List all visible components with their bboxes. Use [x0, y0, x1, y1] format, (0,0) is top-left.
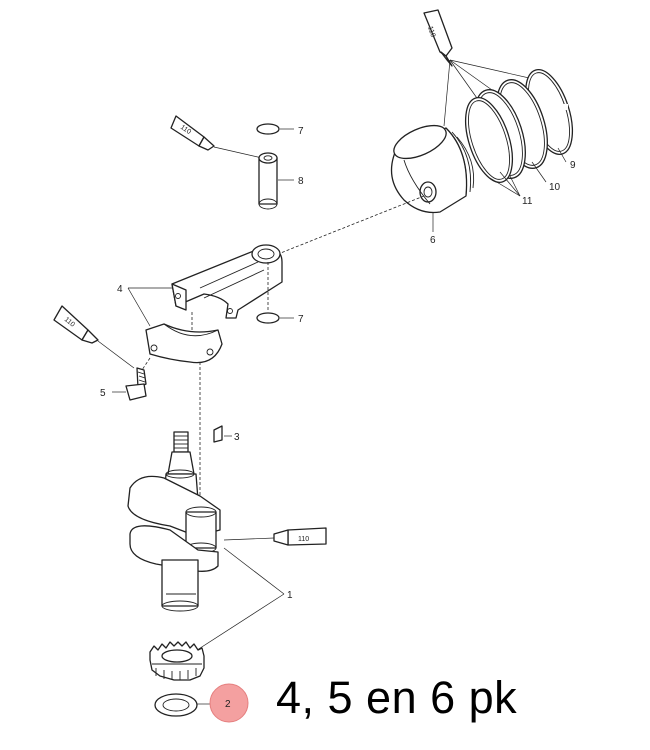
- lubricant-tube-crank: 110: [273, 527, 327, 546]
- label-11: 11: [522, 196, 533, 207]
- pin-axis-line: [267, 195, 425, 259]
- connecting-rod: [171, 244, 283, 319]
- model-caption: 4, 5 en 6 pk: [276, 672, 518, 723]
- label-6: 6: [430, 235, 436, 246]
- crank-gear: [149, 641, 205, 681]
- label-2: 2: [225, 699, 231, 710]
- crankshaft: [127, 431, 221, 612]
- lubricant-tube-pin: 110: [170, 115, 215, 151]
- ring-11: [464, 89, 526, 183]
- rod-cap: [145, 312, 223, 364]
- label-7-top: 7: [298, 126, 304, 137]
- circlip-top: [256, 123, 294, 135]
- rod-bolt: [112, 357, 151, 401]
- label-3: 3: [234, 432, 240, 443]
- piston-pin: [258, 152, 294, 210]
- label-9: 9: [570, 160, 576, 171]
- label-4: 4: [117, 284, 123, 295]
- washer: [154, 693, 212, 717]
- piston: [390, 124, 475, 214]
- label-4-leaders: [127, 287, 172, 327]
- label-1: 1: [287, 590, 293, 601]
- label-1-leaders: [193, 547, 285, 653]
- lubricant-code-crank: 110: [298, 536, 309, 543]
- lubricant-tube-rod: 110: [53, 305, 99, 344]
- lubricant-tube-top: 110: [423, 9, 453, 67]
- ring-leader-lines: [432, 147, 567, 232]
- label-10: 10: [549, 182, 561, 193]
- lubricant-code-top: 110: [426, 25, 436, 38]
- woodruff-key: [213, 425, 232, 443]
- label-7-bottom: 7: [298, 314, 304, 325]
- label-5: 5: [100, 388, 106, 399]
- label-8: 8: [298, 176, 304, 187]
- highlighted-part-2-badge[interactable]: [209, 683, 249, 723]
- circlip-bottom: [256, 262, 294, 324]
